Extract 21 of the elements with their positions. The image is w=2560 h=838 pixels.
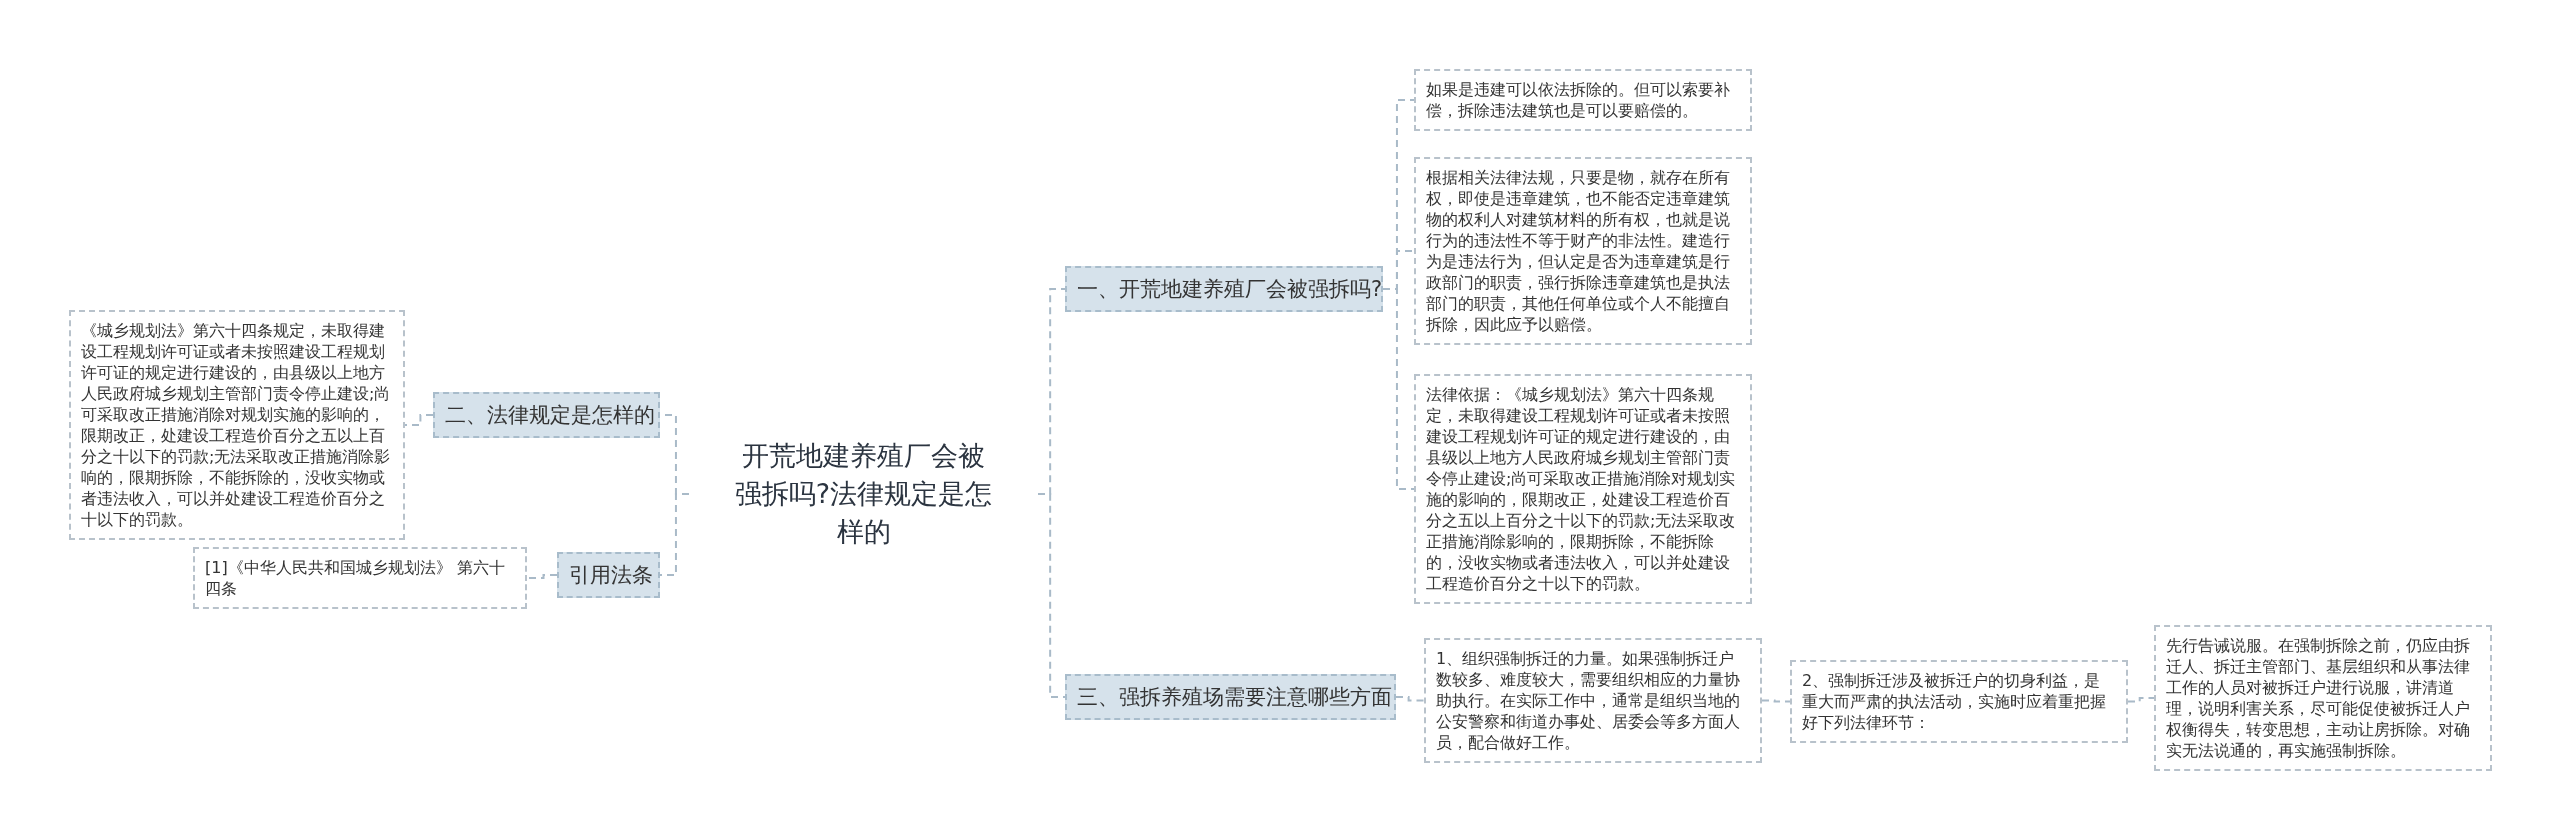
topic-box: 二、法律规定是怎样的	[433, 392, 660, 438]
topic-box: 引用法条	[557, 552, 660, 598]
connector-line	[1037, 493, 1066, 698]
central-topic: 开荒地建养殖厂会被强拆吗?法律规定是怎样的	[689, 444, 1038, 544]
connector-line	[1761, 699, 1791, 703]
note-box: [1]《中华人民共和国城乡规划法》 第六十四条	[193, 547, 527, 609]
connector-line	[526, 574, 558, 579]
topic-box: 三、强拆养殖场需要注意哪些方面	[1065, 674, 1396, 720]
topic-box: 一、开荒地建养殖厂会被强拆吗?	[1065, 266, 1383, 312]
note-box: 《城乡规划法》第六十四条规定，未取得建设工程规划许可证或者未按照建设工程规划许可证的规定进行建设的，由县级以上地方人民政府城乡规划主管部门责令停止建设;尚可采取改正措施消除对规划实施的影响的，限期改正，处建设工程造价百分之五以上百分之十以下的罚款;无法采取改正措施消除影响的，限期拆除，不能拆除的，没收实物或者违法收入，可以并处建设工程造价百分之十以下的罚款。	[69, 310, 405, 540]
connector-line	[1395, 696, 1425, 702]
note-box: 法律依据：《城乡规划法》第六十四条规定，未取得建设工程规划许可证或者未按照建设工程规划许可证的规定进行建设的，由县级以上地方人民政府城乡规划主管部门责令停止建设;尚可采取改正措施消除对规划实施的影响的，限期改正，处建设工程造价百分之五以上百分之十以下的罚款;无法采取改正措施消除影响的，限期拆除，不能拆除的，没收实物或者违法收入，可以并处建设工程造价百分之十以下的罚款。	[1414, 374, 1752, 604]
connector-line	[659, 493, 690, 576]
note-box: 先行告诫说服。在强制拆除之前，仍应由拆迁人、拆迁主管部门、基层组织和从事法律工作的人员对被拆迁户进行说服，讲清道理，说明利害关系，尽可能促使被拆迁人户权衡得失，转变思想，主动让房拆除。对确实无法说通的，再实施强制拆除。	[2154, 625, 2492, 771]
connector-line	[404, 414, 434, 426]
note-box: 1、组织强制拆迁的力量。如果强制拆迁户数较多、难度较大，需要组织相应的力量协助执行。在实际工作中，通常是组织当地的公安警察和街道办事处、居委会等多方面人员，配合做好工作。	[1424, 638, 1762, 763]
connector-line	[1382, 288, 1415, 490]
note-box: 根据相关法律法规，只要是物，就存在所有权，即使是违章建筑，也不能否定违章建筑物的权利人对建筑材料的所有权，也就是说行为的违法性不等于财产的非法性。建造行为是违法行为，但认定是否为违章建筑是行政部门的职责，强行拆除违章建筑也是执法部门的职责，其他任何单位或个人不能擅自拆除，因此应予以赔偿。	[1414, 157, 1752, 345]
connector-line	[2127, 697, 2155, 703]
note-box: 2、强制拆迁涉及被拆迁户的切身利益，是重大而严肃的执法活动，实施时应着重把握好下列法律环节：	[1790, 660, 2128, 743]
note-box: 如果是违建可以依法拆除的。但可以索要补偿，拆除违法建筑也是可以要赔偿的。	[1414, 69, 1752, 131]
